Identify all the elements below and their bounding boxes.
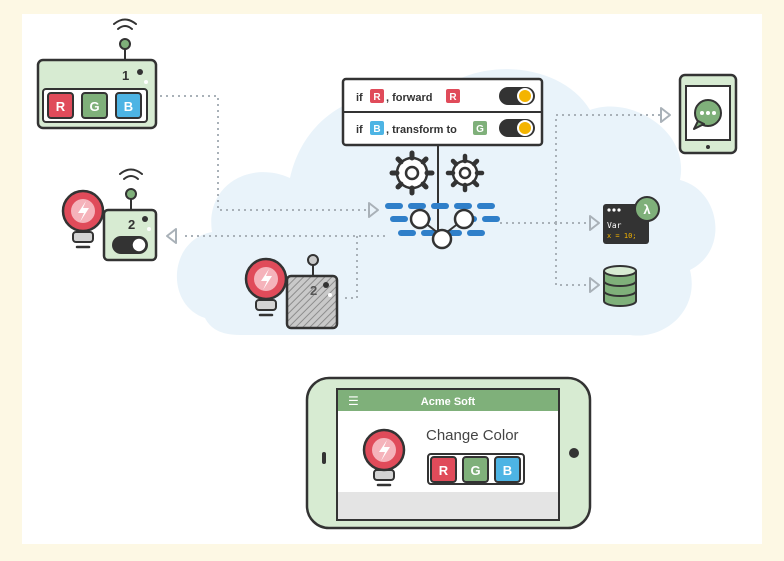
arrow-to-lambda: [589, 215, 600, 231]
app-button-b-label: B: [503, 463, 512, 478]
app-title: Acme Soft: [421, 396, 476, 408]
arrow-to-tablet: [660, 107, 671, 123]
app-button-g-label: G: [470, 463, 480, 478]
connector-hub-tablet: [555, 114, 660, 223]
bulb-icon: [362, 428, 406, 487]
lambda-symbol: λ: [643, 202, 651, 217]
lambda-function: Var x = 10; λ: [603, 196, 660, 244]
app-heading: Change Color: [426, 427, 519, 444]
connector-lines: [160, 95, 660, 299]
antenna-knob: [125, 188, 137, 200]
app-footer: [338, 492, 558, 519]
rule-2-tag: [370, 121, 384, 135]
app-title-bar: [338, 390, 558, 411]
lightning-icon: [379, 440, 390, 461]
connector-hub-virtual-device: [342, 236, 358, 299]
device-2-number: 2: [128, 217, 135, 232]
code-line-1: Var: [607, 221, 622, 230]
virtual-device-number: 2: [310, 283, 317, 298]
device-1-button-g-label: G: [89, 99, 99, 114]
connector-arrows: [166, 107, 671, 293]
device-1: 1 R G B: [36, 18, 158, 130]
arrow-to-hub: [368, 202, 379, 218]
lightning-icon: [261, 269, 272, 290]
database-icon: [603, 265, 637, 307]
antenna-knob: [119, 38, 131, 50]
device-1-button-b: [115, 92, 142, 119]
lightning-icon: [78, 201, 89, 222]
app-button-r[interactable]: [430, 456, 457, 483]
menu-icon[interactable]: ☰: [348, 394, 359, 408]
wifi-icon: [113, 18, 137, 30]
rule-2-prefix: if: [356, 124, 363, 136]
code-line-2: x = 10;: [607, 232, 637, 240]
rule-2-action: , transform to: [386, 124, 457, 136]
device-1-button-r-label: R: [56, 99, 66, 114]
connector-hub-database: [555, 223, 587, 286]
rule-1-action: , forward: [386, 92, 432, 104]
arrow-to-database: [589, 277, 600, 293]
rule-1-tag: [370, 89, 384, 103]
device-2: 2: [61, 168, 158, 262]
lambda-icon: [634, 196, 660, 222]
phone-app: ☰ Acme Soft Change Color R G B: [305, 376, 592, 530]
virtual-device-body: [285, 274, 339, 330]
device-1-button-g: [81, 92, 108, 119]
chat-icon: [693, 99, 722, 130]
bulb-icon: [61, 189, 105, 249]
rule-1-prefix: if: [356, 92, 363, 104]
rules-panel: if R , forward R if B , transform to G: [341, 77, 544, 147]
connector-device1-hub: [160, 95, 368, 211]
rule-2-target-label: G: [476, 124, 484, 135]
device-1-number: 1: [122, 68, 129, 83]
rule-2-tag-label: B: [373, 124, 380, 135]
device-2-toggle-knob: [131, 237, 147, 253]
rule-2-target: [473, 121, 487, 135]
app-button-r-label: R: [439, 463, 449, 478]
virtual-device-2: 2: [244, 254, 339, 330]
phone-speaker: [322, 452, 326, 464]
rule-1-target-label: R: [449, 92, 457, 103]
phone-home-button: [569, 448, 579, 458]
device-1-button-b-label: B: [124, 99, 133, 114]
device-1-button-r: [47, 92, 74, 119]
app-button-g[interactable]: [462, 456, 489, 483]
rule-1-target: [446, 89, 460, 103]
arrow-to-device2: [166, 228, 177, 244]
gear-icon: [389, 150, 435, 196]
rule-1-toggle-knob: [517, 88, 533, 104]
gear-icon: [445, 153, 485, 193]
cloud-shape: [176, 69, 716, 336]
rule-1-tag-label: R: [373, 92, 381, 103]
rule-2-toggle-knob: [517, 120, 533, 136]
bulb-icon: [244, 257, 288, 317]
wifi-icon: [119, 168, 143, 180]
hub-network: [385, 203, 500, 250]
virtual-antenna-knob: [307, 254, 319, 266]
app-button-b[interactable]: [494, 456, 521, 483]
tablet-device: [678, 73, 738, 155]
